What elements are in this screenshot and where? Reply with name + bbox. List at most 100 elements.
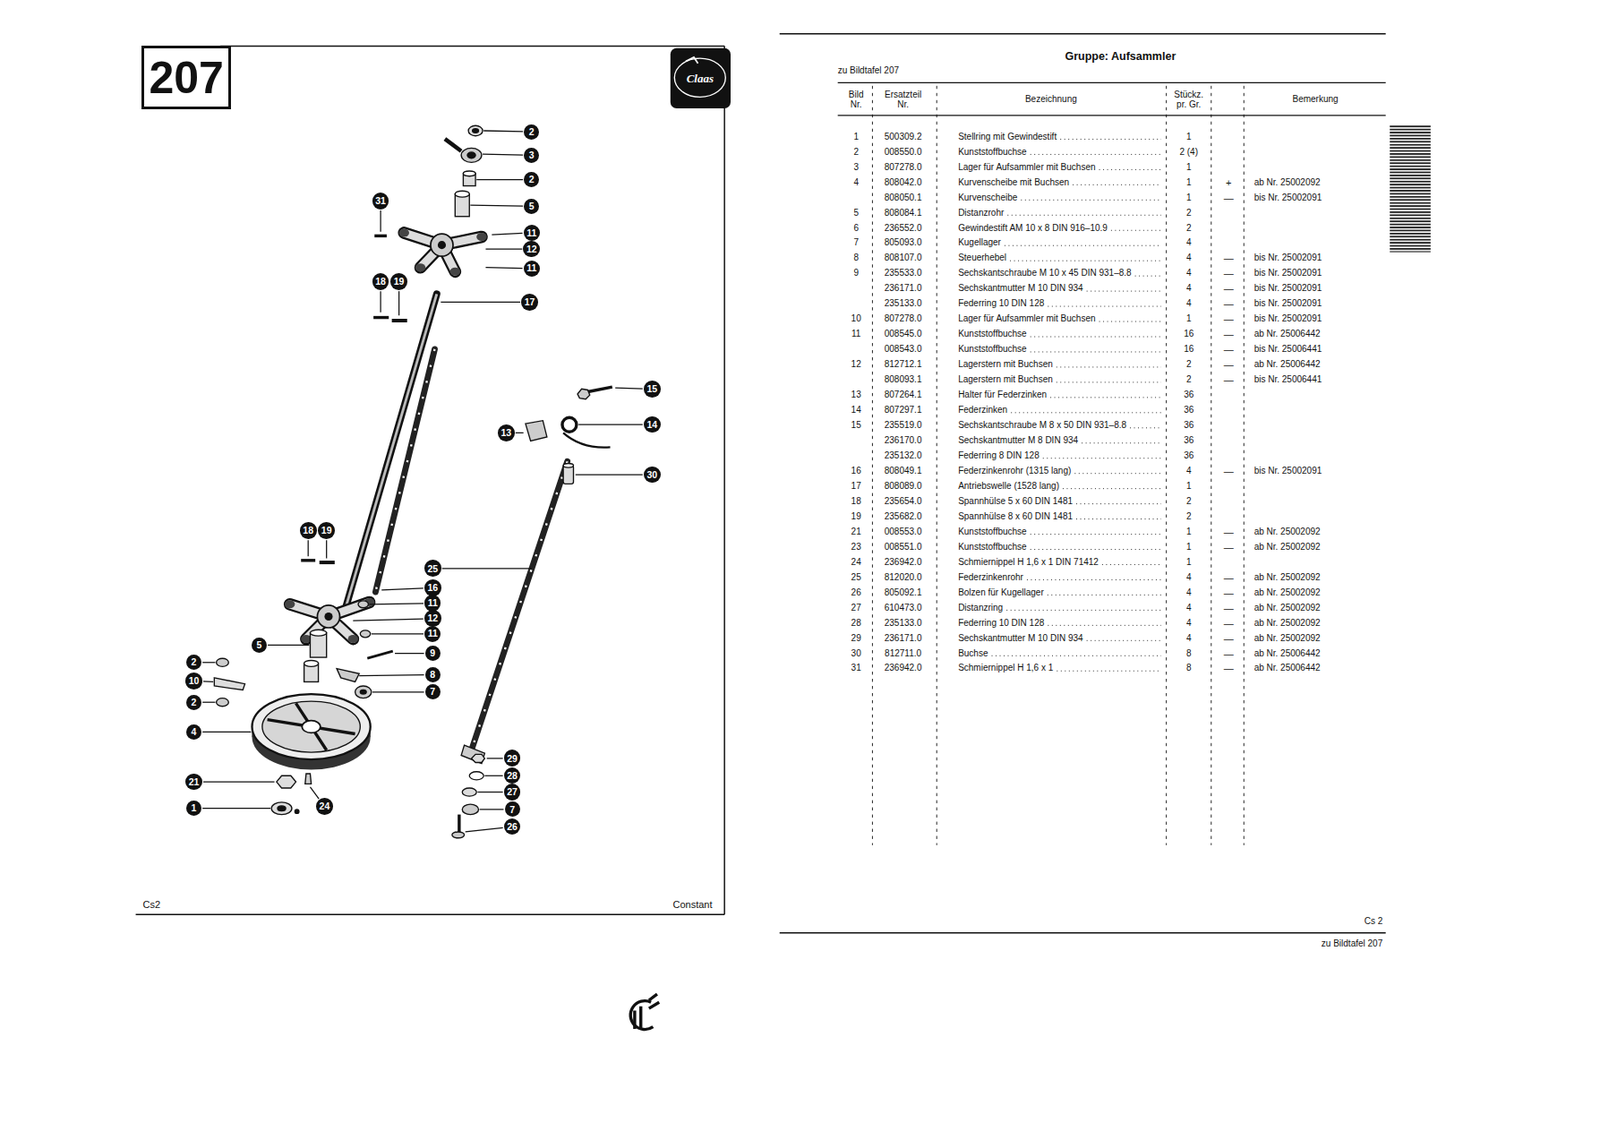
table-cell: 236552.0 bbox=[884, 222, 923, 234]
callout-text: 18 bbox=[302, 525, 314, 536]
dot-leader bbox=[1030, 350, 1162, 352]
callout-number: 31 bbox=[372, 192, 390, 210]
table-cell: 1 bbox=[1186, 177, 1192, 189]
brand-logo bbox=[685, 57, 699, 64]
dot-leader bbox=[1026, 579, 1162, 581]
table-cell: 4 bbox=[1186, 587, 1192, 599]
table-cell: — bbox=[1223, 191, 1234, 204]
dot-leader bbox=[1030, 154, 1162, 155]
table-cell: 008545.0 bbox=[884, 329, 923, 341]
small-parts bbox=[392, 318, 408, 323]
table-cell: 4 bbox=[1186, 299, 1192, 310]
table-cell: bis Nr. 25002091 bbox=[1254, 299, 1323, 310]
column-header: Bild Nr. bbox=[842, 88, 870, 110]
table-cell: ab Nr. 25002092 bbox=[1254, 572, 1321, 583]
callout-text: 16 bbox=[427, 582, 438, 593]
cam-disc bbox=[296, 702, 327, 750]
callout-number: 9 bbox=[425, 645, 441, 661]
callout-number: 27 bbox=[504, 783, 522, 801]
small-parts bbox=[577, 388, 591, 399]
table-cell: 812712.1 bbox=[884, 359, 923, 370]
table-cell: Sechskantmutter M 10 DIN 934 bbox=[958, 633, 1084, 644]
leader-line bbox=[203, 680, 214, 683]
table-cell: Spannhülse 8 x 60 DIN 1481 bbox=[958, 511, 1073, 522]
small-parts bbox=[469, 771, 484, 780]
callout-number: 26 bbox=[504, 818, 522, 836]
leader-line bbox=[202, 661, 215, 663]
table-cell: 236171.0 bbox=[884, 283, 923, 295]
dot-leader bbox=[1102, 564, 1162, 565]
small-parts bbox=[462, 804, 479, 814]
callout-number: 29 bbox=[504, 749, 522, 767]
table-cell: 16 bbox=[1183, 343, 1194, 355]
leader-line bbox=[352, 618, 423, 621]
small-parts bbox=[277, 805, 286, 812]
drive-shaft bbox=[344, 293, 437, 610]
dot-leader bbox=[1099, 169, 1162, 171]
table-cell: 10 bbox=[851, 314, 862, 326]
callout-number: 13 bbox=[497, 424, 515, 442]
table-cell: Federring 10 DIN 128 bbox=[958, 617, 1044, 629]
table-cell: bis Nr. 25002091 bbox=[1254, 465, 1323, 477]
callout-text: 17 bbox=[524, 297, 536, 308]
table-cell: ab Nr. 25002092 bbox=[1254, 633, 1321, 644]
dot-leader bbox=[1086, 290, 1162, 292]
small-parts bbox=[358, 600, 368, 608]
table-cell: 27 bbox=[851, 602, 862, 614]
table-rules bbox=[779, 33, 1387, 35]
small-parts bbox=[271, 802, 292, 815]
bearing-star bbox=[450, 267, 461, 276]
table-cell: 1 bbox=[1186, 526, 1192, 538]
table-cell: 17 bbox=[851, 480, 862, 492]
table-cell: 2 bbox=[1186, 359, 1192, 370]
table-cell: 4 bbox=[1186, 633, 1192, 644]
table-cell: Federring 8 DIN 128 bbox=[958, 450, 1040, 462]
leader-line bbox=[394, 652, 425, 654]
callout-text: 12 bbox=[526, 244, 538, 255]
table-cell: Distanzrohr bbox=[958, 207, 1004, 219]
table-cell: 1 bbox=[853, 131, 859, 143]
table-cell: Kunststoffbuchse bbox=[958, 526, 1027, 538]
table-cell: 4 bbox=[853, 177, 859, 189]
table-cell: 36 bbox=[1183, 450, 1194, 462]
dot-leader bbox=[1129, 427, 1162, 428]
callout-number: 25 bbox=[424, 559, 442, 577]
dot-leader bbox=[1056, 381, 1162, 383]
table-cell: — bbox=[1223, 282, 1234, 295]
table-cell: 8 bbox=[853, 253, 859, 265]
table-cell: 26 bbox=[851, 587, 862, 599]
table-cell: — bbox=[1223, 313, 1234, 326]
table-cell: Gewindestift AM 10 x 8 DIN 916–10.9 bbox=[958, 222, 1108, 234]
publisher-mark bbox=[634, 1006, 642, 1029]
small-parts bbox=[359, 690, 367, 695]
plate-number: 207 bbox=[148, 55, 223, 101]
dot-leader bbox=[1081, 442, 1162, 444]
leader-line bbox=[440, 301, 521, 303]
table-cell: 2 (4) bbox=[1179, 146, 1198, 158]
callout-number: 19 bbox=[390, 273, 408, 291]
table-cell: 6 bbox=[853, 222, 859, 234]
table-cell: Lager für Aufsammler mit Buchsen bbox=[958, 162, 1096, 173]
callout-text: 28 bbox=[506, 770, 518, 781]
table-cell: 812020.0 bbox=[884, 572, 923, 583]
cam-disc bbox=[251, 693, 370, 760]
table-cell: 3 bbox=[853, 162, 859, 173]
table-cell: 805093.0 bbox=[884, 238, 923, 249]
callout-text: 2 bbox=[191, 657, 197, 668]
table-cell: 235519.0 bbox=[884, 419, 923, 431]
leader-line bbox=[202, 731, 251, 733]
table-cell: 13 bbox=[851, 389, 862, 401]
table-cell: 5 bbox=[853, 207, 859, 219]
table-cell: 18 bbox=[851, 496, 862, 507]
leader-lines bbox=[202, 130, 643, 832]
callout-text: 5 bbox=[256, 640, 263, 651]
publisher-mark bbox=[630, 993, 659, 1029]
column-header: Bezeichnung bbox=[1025, 94, 1078, 105]
bearing-star bbox=[415, 263, 426, 272]
small-parts bbox=[472, 128, 480, 134]
table-cell: 1 bbox=[1186, 556, 1192, 568]
plate-reference: zu Bildtafel 207 bbox=[1321, 938, 1383, 950]
table-cell: Bolzen für Kugellager bbox=[958, 587, 1044, 599]
